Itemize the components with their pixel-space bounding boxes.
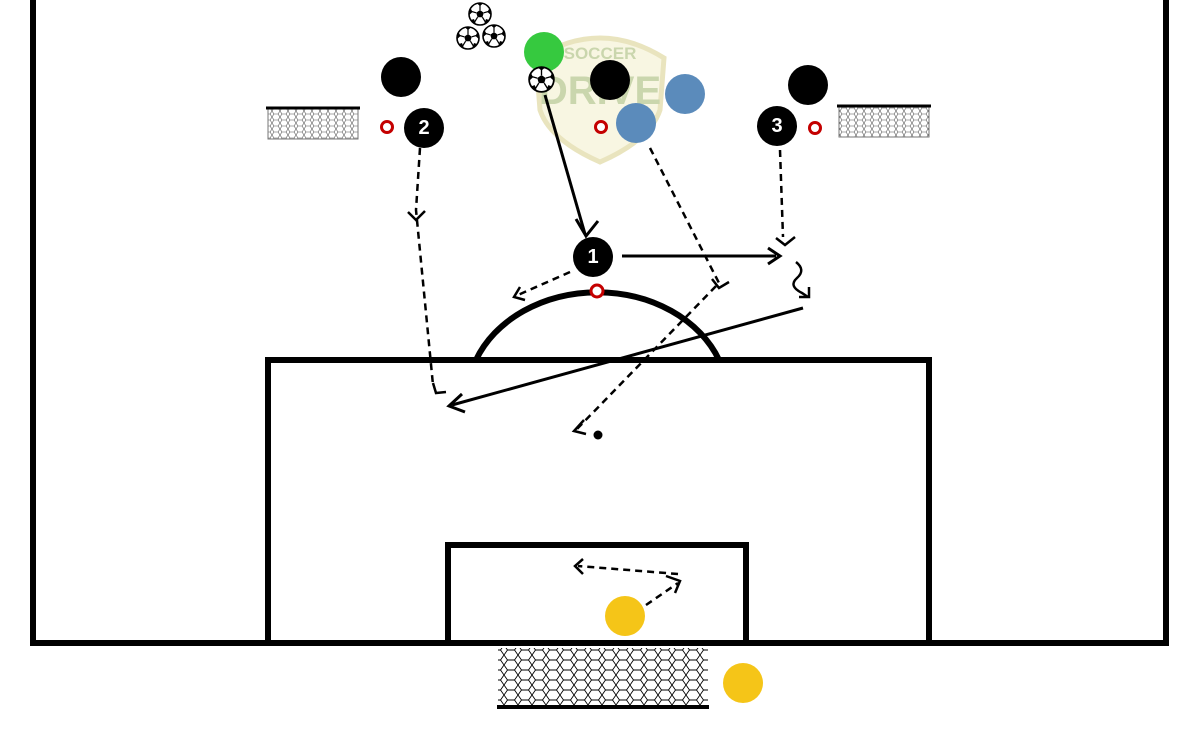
soccer-ball-icon: [468, 2, 492, 26]
cone-icon: [808, 121, 822, 135]
players: 2 3 1: [381, 32, 828, 703]
soccer-ball-icon: [456, 26, 480, 50]
soccer-ball-icon: [482, 24, 506, 48]
run-goalkeeper-b: [645, 581, 679, 607]
player-3: 3: [757, 106, 797, 146]
dribble-arrowhead: [799, 287, 811, 299]
attacker-waiting-left: [381, 57, 421, 97]
player-2-label: 2: [418, 117, 429, 139]
dribble-path: [792, 261, 809, 299]
player-3-label: 3: [771, 115, 782, 137]
soccer-ball-icon: [528, 66, 555, 93]
defender-active: [616, 103, 656, 143]
attacker-waiting-right: [788, 65, 828, 105]
cone-icon: [589, 283, 605, 299]
pass-3-to-2: [451, 306, 804, 407]
defender-waiting: [665, 74, 705, 114]
run-arrowheads: [407, 210, 796, 594]
mini-goal-net-icon: [838, 106, 930, 138]
player-2: 2: [404, 108, 444, 148]
player-1: 1: [573, 237, 613, 277]
run-player-3: [778, 149, 785, 238]
goalkeeper-waiting: [723, 663, 763, 703]
cone-icon: [380, 120, 394, 134]
run-player-1: [517, 270, 571, 297]
cones: [380, 120, 822, 299]
run-defender: [575, 147, 721, 431]
player-1-label: 1: [587, 246, 598, 268]
run-goalkeeper-a: [577, 564, 679, 576]
server-player: [524, 32, 564, 72]
attacker-waiting-center: [590, 60, 630, 100]
penalty-arc: [473, 289, 722, 362]
watermark-line1: SOCCER: [564, 44, 637, 63]
passes: [446, 94, 804, 414]
penalty-spot: [593, 430, 603, 440]
mini-goal-right: [837, 104, 931, 138]
mini-goal-left: [266, 106, 360, 140]
movement-runs: [414, 147, 785, 607]
penalty-box: [265, 357, 932, 643]
pass-server-to-1: [543, 94, 587, 235]
run-player-2: [414, 147, 435, 386]
six-yard-box: [445, 542, 749, 643]
cone-icon: [594, 120, 608, 134]
goalkeeper: [605, 596, 645, 636]
main-goal: [497, 648, 709, 709]
goal-net-icon: [498, 648, 708, 706]
mini-goal-net-icon: [267, 108, 359, 140]
